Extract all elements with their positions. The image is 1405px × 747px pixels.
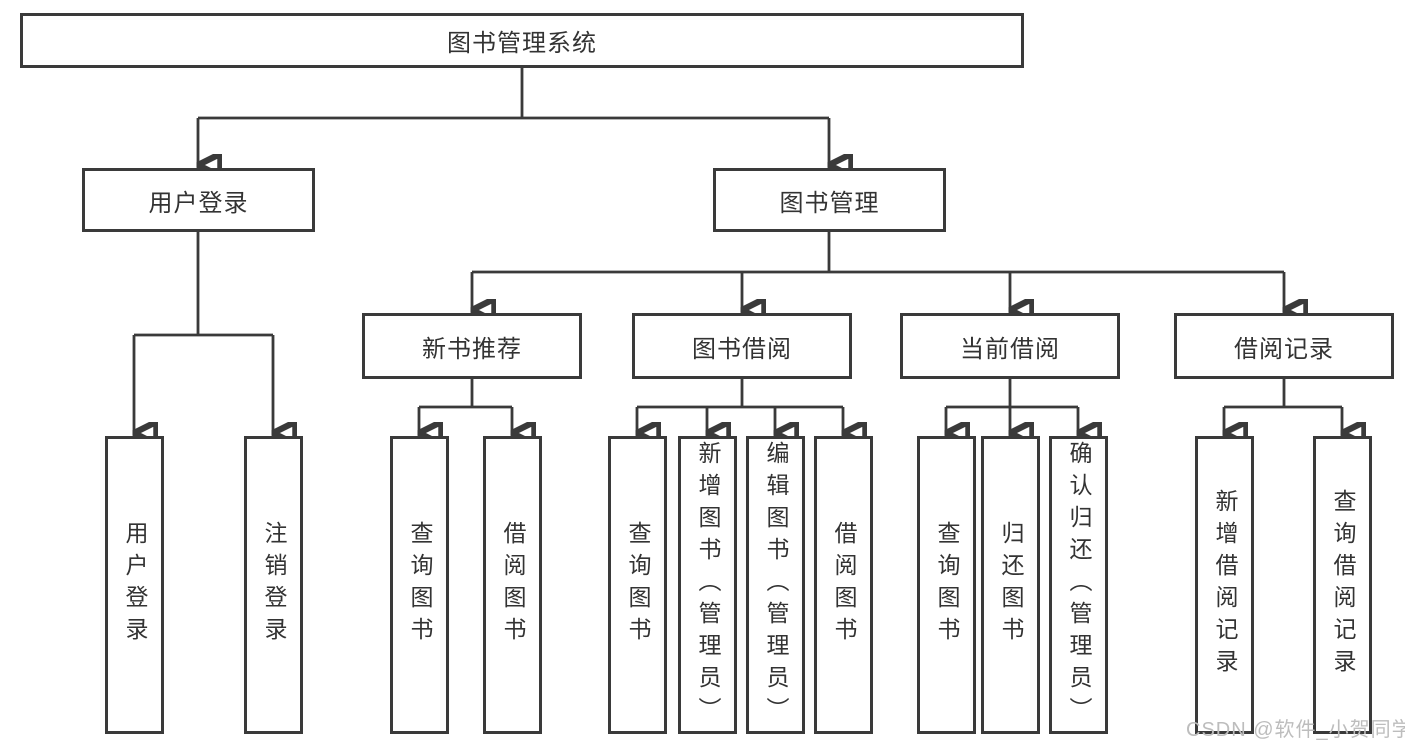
node-user-login: 用户登录	[82, 168, 315, 232]
node-label: 用户登录	[122, 521, 148, 649]
node-label: 借阅记录	[1234, 335, 1334, 363]
node-leaf-borrow-books-recommend: 借阅图书	[483, 436, 542, 734]
node-leaf-confirm-return-admin: 确认归还（管理员）	[1049, 436, 1108, 734]
node-library-management-system: 图书管理系统	[20, 13, 1024, 68]
node-leaf-edit-books-admin: 编辑图书（管理员）	[746, 436, 805, 734]
node-label: 用户登录	[148, 189, 249, 217]
connector	[946, 379, 1078, 409]
node-book-management: 图书管理	[713, 168, 946, 232]
node-label: 查询图书	[625, 521, 651, 649]
connector	[134, 232, 273, 337]
node-leaf-logout: 注销登录	[244, 436, 303, 734]
node-leaf-query-books-current: 查询图书	[917, 436, 976, 734]
node-label: 图书借阅	[692, 335, 792, 363]
connector	[419, 379, 512, 409]
node-book-borrowing: 图书借阅	[632, 313, 852, 379]
node-borrowing-records: 借阅记录	[1174, 313, 1394, 379]
node-label: 注销登录	[261, 521, 287, 649]
connector	[198, 68, 829, 120]
node-label: 借阅图书	[500, 521, 526, 649]
node-leaf-query-borrow-record: 查询借阅记录	[1313, 436, 1372, 734]
node-label: 图书管理系统	[447, 30, 597, 57]
node-label: 归还图书	[998, 521, 1024, 649]
watermark: CSDN @软件_小贺同学	[1186, 719, 1405, 741]
node-leaf-borrow-books: 借阅图书	[814, 436, 873, 734]
node-current-borrowing: 当前借阅	[900, 313, 1120, 379]
connector	[637, 379, 843, 409]
node-label: 查询借阅记录	[1330, 489, 1356, 681]
node-label: 编辑图书（管理员）	[763, 441, 789, 729]
node-leaf-add-books-admin: 新增图书（管理员）	[678, 436, 737, 734]
node-label: 新增借阅记录	[1212, 489, 1238, 681]
node-leaf-return-books: 归还图书	[981, 436, 1040, 734]
connector	[472, 232, 1284, 274]
node-label: 新增图书（管理员）	[695, 441, 721, 729]
node-label: 当前借阅	[960, 335, 1060, 363]
node-label: 图书管理	[779, 189, 880, 217]
node-label: 借阅图书	[831, 521, 857, 649]
node-leaf-add-borrow-record: 新增借阅记录	[1195, 436, 1254, 734]
node-label: 确认归还（管理员）	[1066, 441, 1092, 729]
node-label: 查询图书	[407, 521, 433, 649]
node-label: 新书推荐	[422, 335, 522, 363]
node-leaf-query-books-recommend: 查询图书	[390, 436, 449, 734]
node-new-book-recommendation: 新书推荐	[362, 313, 582, 379]
node-leaf-user-login: 用户登录	[105, 436, 164, 734]
node-label: 查询图书	[934, 521, 960, 649]
node-leaf-query-books-borrow: 查询图书	[608, 436, 667, 734]
connector	[1224, 379, 1342, 409]
